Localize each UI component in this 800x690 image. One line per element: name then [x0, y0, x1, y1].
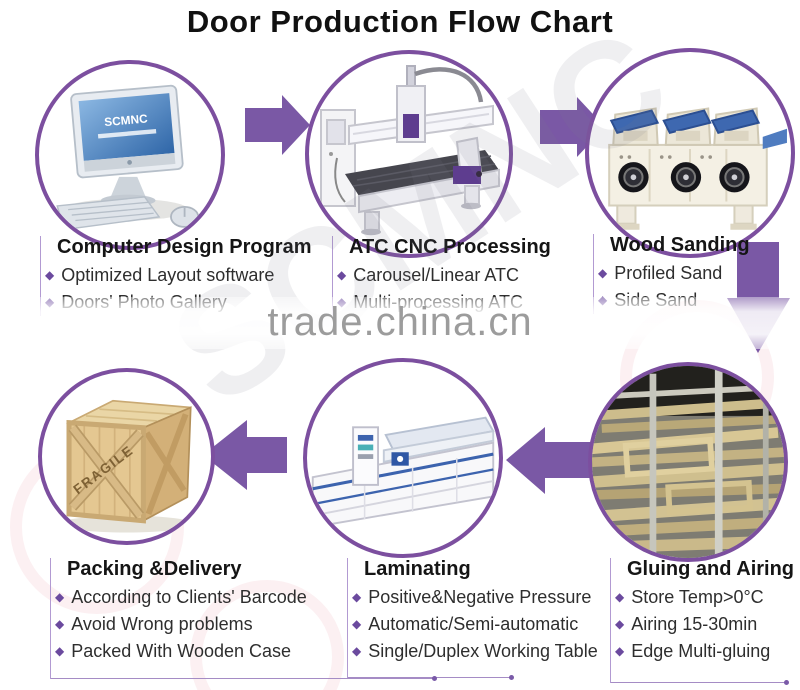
- watermark-band: [0, 297, 800, 349]
- arrow-left-1: [506, 427, 590, 494]
- bullet-text: Automatic/Semi-automatic: [368, 614, 579, 634]
- bullet-text: Avoid Wrong problems: [71, 614, 253, 634]
- node-laminating: [303, 358, 503, 558]
- bullet-text: According to Clients' Barcode: [71, 587, 307, 607]
- screen-logo-text: SCMNC: [104, 111, 149, 129]
- station-packing-delivery: Packing &Delivery ◆ According to Clients…: [50, 558, 437, 681]
- diamond-bullet-icon: ◆: [615, 590, 625, 604]
- bullet-item: ◆ Carousel/Linear ATC: [337, 262, 593, 289]
- arrow-right-1: [245, 95, 310, 155]
- bullet-item: ◆ Airing 15-30min: [615, 611, 787, 638]
- bullet-text: Store Temp>0°C: [631, 587, 764, 607]
- sanding-machine-illustration: [608, 107, 787, 230]
- bullet-text: Packed With Wooden Case: [71, 641, 292, 661]
- wooden-crate-illustration: FRAGILE: [58, 399, 195, 533]
- station-title: Wood Sanding: [610, 234, 750, 256]
- station-title: Computer Design Program: [57, 236, 312, 258]
- page-title: Door Production Flow Chart: [186, 4, 614, 39]
- station-laminating: Laminating ◆ Positive&Negative Pressure …: [347, 558, 598, 680]
- computer-illustration: SCMNC: [56, 84, 200, 231]
- station-gluing-airing: Gluing and Airing ◆ Store Temp>0°C ◆ Air…: [610, 558, 795, 685]
- bullet-item: ◆ Automatic/Semi-automatic: [352, 611, 578, 638]
- node-atc-cnc: [305, 50, 513, 258]
- diamond-bullet-icon: ◆: [615, 617, 625, 631]
- border-dot: [432, 676, 437, 681]
- bullet-text: Carousel/Linear ATC: [353, 265, 519, 285]
- diamond-bullet-icon: ◆: [598, 266, 608, 280]
- bullet-item: ◆ Edge Multi-gluing: [615, 638, 787, 665]
- bullet-item: ◆ Single/Duplex Working Table: [352, 638, 598, 665]
- diamond-bullet-icon: ◆: [55, 590, 65, 604]
- station-title: Gluing and Airing: [627, 558, 795, 580]
- diamond-bullet-icon: ◆: [55, 617, 65, 631]
- textbox-border: [611, 680, 789, 685]
- bullet-text: Airing 15-30min: [631, 614, 758, 634]
- diamond-bullet-icon: ◆: [352, 617, 362, 631]
- station-title: Laminating: [364, 558, 471, 580]
- diamond-bullet-icon: ◆: [337, 268, 347, 282]
- bullet-item: ◆ Positive&Negative Pressure: [352, 584, 591, 611]
- textbox-border: [348, 675, 514, 680]
- bullet-item: ◆ Store Temp>0°C: [615, 584, 787, 611]
- bullet-item: ◆ Optimized Layout software: [45, 262, 330, 289]
- bullet-text: Edge Multi-gluing: [631, 641, 771, 661]
- bullet-item: ◆ According to Clients' Barcode: [55, 584, 435, 611]
- node-gluing-airing: [588, 362, 788, 562]
- node-wood-sanding: [585, 48, 795, 258]
- bullet-text: Single/Duplex Working Table: [368, 641, 598, 661]
- diamond-bullet-icon: ◆: [352, 644, 362, 658]
- node-computer-design: SCMNC: [35, 60, 225, 250]
- bullet-item: ◆ Profiled Sand: [598, 260, 800, 287]
- border-dot: [784, 680, 789, 685]
- laminating-machine-illustration: [311, 416, 495, 529]
- diamond-bullet-icon: ◆: [352, 590, 362, 604]
- diamond-bullet-icon: ◆: [55, 644, 65, 658]
- textbox-border: [51, 676, 437, 681]
- node-packing-delivery: FRAGILE: [38, 368, 215, 545]
- arrow-left-2: [203, 420, 287, 490]
- station-title: ATC CNC Processing: [349, 236, 551, 258]
- bullet-text: Profiled Sand: [614, 263, 723, 283]
- station-title: Packing &Delivery: [67, 558, 242, 580]
- cnc-machine-illustration: [320, 65, 500, 236]
- border-dot: [509, 675, 514, 680]
- gluing-racks-illustration: [592, 366, 784, 558]
- bullet-text: Optimized Layout software: [61, 265, 275, 285]
- bullet-text: Positive&Negative Pressure: [368, 587, 592, 607]
- diamond-bullet-icon: ◆: [615, 644, 625, 658]
- watermark-band-text: trade.china.cn: [267, 300, 533, 344]
- bullet-item: ◆ Packed With Wooden Case: [55, 638, 435, 665]
- bullet-item: ◆ Avoid Wrong problems: [55, 611, 435, 638]
- diamond-bullet-icon: ◆: [45, 268, 55, 282]
